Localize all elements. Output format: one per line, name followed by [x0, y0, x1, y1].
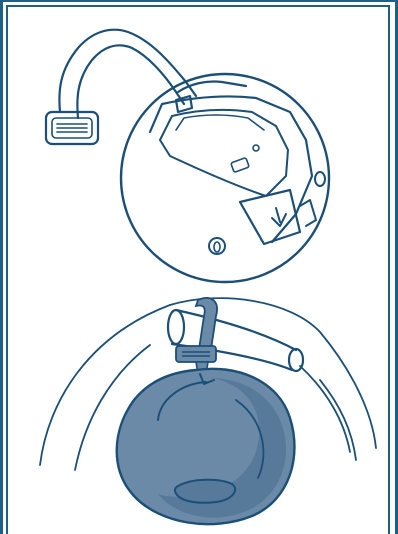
- strap-buckle-small-icon: [176, 346, 216, 362]
- device-round-body: [121, 74, 329, 282]
- strap-attachment-top: [178, 81, 246, 92]
- side-notch: [300, 200, 316, 226]
- strap-buckle-icon: [46, 112, 98, 144]
- screw-hole-small: [253, 145, 259, 151]
- canopy-right-inner-2: [320, 380, 356, 460]
- handlebar-top: [176, 310, 296, 350]
- screw-hole-bottom-icon: [209, 238, 225, 254]
- handlebar-end-right: [289, 349, 303, 371]
- device-button: [175, 480, 235, 503]
- battery-lid: [240, 190, 300, 244]
- battery-contact: [231, 158, 249, 173]
- remote-hung-on-stroller-handle: [40, 298, 376, 524]
- lanyard-strap-inner: [77, 45, 184, 118]
- battery-cavity: [160, 110, 288, 196]
- handlebar-end-left: [168, 310, 184, 344]
- screw-hole-right-icon: [315, 172, 325, 186]
- battery-cavity-inner-edge: [176, 115, 264, 130]
- canopy-right-inner: [300, 366, 350, 452]
- remote-back-with-lanyard: [46, 30, 329, 282]
- down-arrow-icon: [272, 208, 286, 226]
- battery-compartment-rim: [150, 96, 312, 242]
